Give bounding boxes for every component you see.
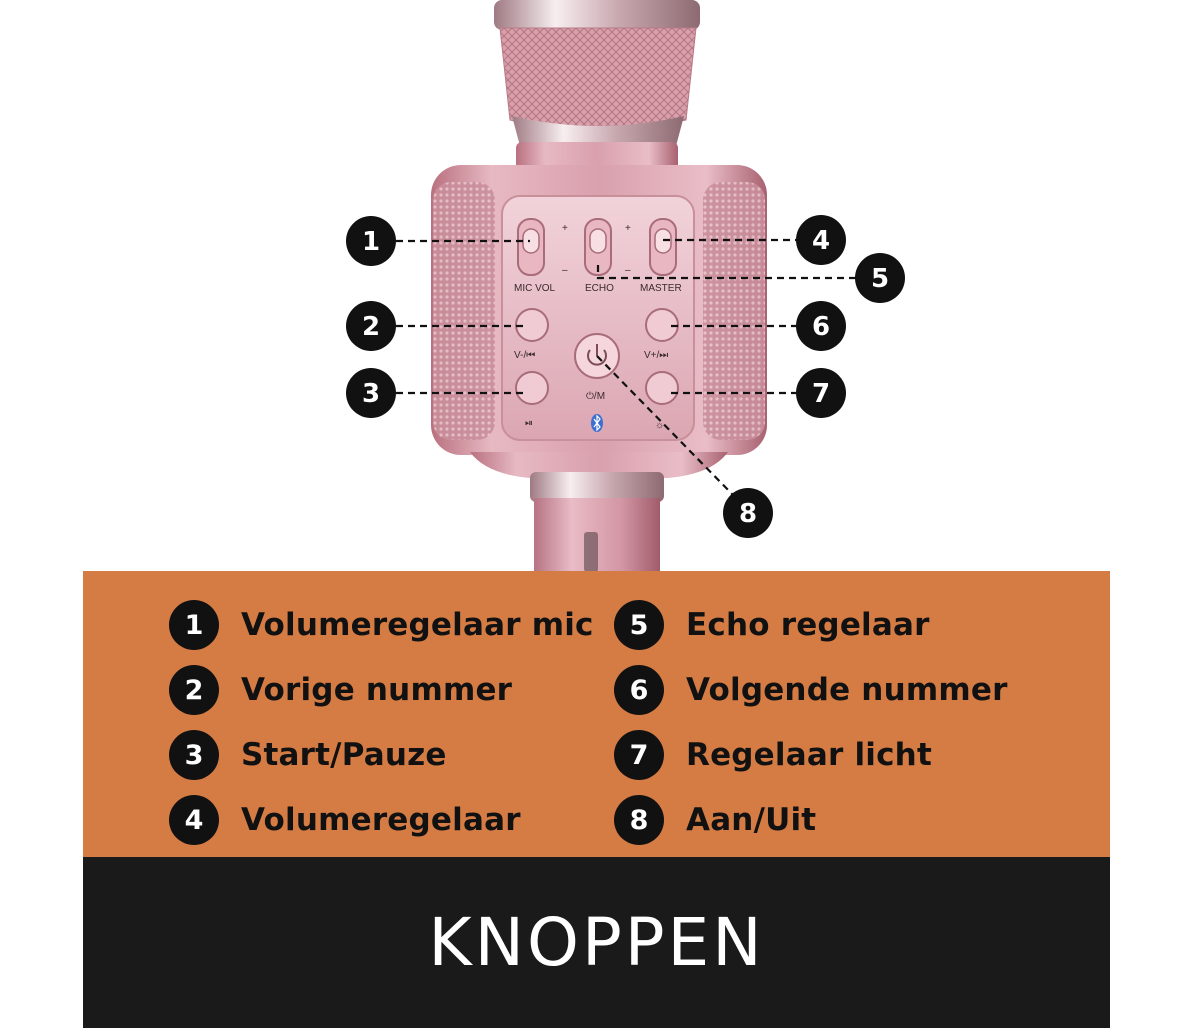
legend-label: Echo regelaar (686, 607, 930, 643)
light-label: ☼ (655, 420, 664, 431)
legend-label: Volumeregelaar mic (241, 607, 594, 643)
light-button[interactable] (645, 371, 679, 405)
legend-number-badge: 8 (614, 795, 664, 845)
legend-item: 4 Volumeregelaar (169, 794, 594, 846)
callout-badge-7: 7 (796, 368, 846, 418)
legend-label: Vorige nummer (241, 672, 513, 708)
legend-number-badge: 6 (614, 665, 664, 715)
bluetooth-icon (591, 414, 603, 432)
svg-text:8: 8 (739, 499, 757, 529)
brand-logo (584, 532, 598, 572)
legend-number-badge: 4 (169, 795, 219, 845)
legend-number-badge: 3 (169, 730, 219, 780)
play-pause-button[interactable] (515, 371, 549, 405)
title-band: KNOPPEN (83, 857, 1110, 1028)
svg-text:3: 3 (362, 379, 380, 409)
legend-number-badge: 7 (614, 730, 664, 780)
legend-number-badge: 1 (169, 600, 219, 650)
minus-sign: – (625, 265, 631, 276)
mic-head-top-ring (494, 0, 700, 30)
legend-item: 5 Echo regelaar (614, 599, 1008, 651)
svg-text:5: 5 (871, 264, 889, 294)
legend-item: 7 Regelaar licht (614, 729, 1008, 781)
legend-label: Aan/Uit (686, 802, 817, 838)
legend-item: 3 Start/Pauze (169, 729, 594, 781)
mic-chrome-ring (530, 472, 664, 502)
callout-badge-2: 2 (346, 301, 396, 351)
callout-lines (396, 238, 856, 497)
right-speaker-mesh (703, 182, 765, 440)
master-label: MASTER (640, 283, 682, 294)
legend-item: 1 Volumeregelaar mic (169, 599, 594, 651)
microphone-product-image: + + – – MIC VOL ECHO MASTER V-/⏮ V+/⏭ ⏻/… (346, 0, 905, 572)
callout-badge-8: 8 (723, 488, 773, 538)
control-panel (501, 195, 695, 441)
legend-item: 6 Volgende nummer (614, 664, 1008, 716)
left-speaker-mesh (433, 182, 495, 440)
legend-number-badge: 2 (169, 665, 219, 715)
plus-sign: + (625, 223, 631, 234)
svg-text:7: 7 (812, 379, 830, 409)
echo-label: ECHO (585, 283, 614, 294)
legend-label: Regelaar licht (686, 737, 932, 773)
legend-label: Volgende nummer (686, 672, 1008, 708)
mic-head-grille (499, 27, 697, 131)
legend-number-badge: 5 (614, 600, 664, 650)
callout-badge-1: 1 (346, 216, 396, 266)
legend-column-right: 5 Echo regelaar 6 Volgende nummer 7 Rege… (614, 599, 1008, 859)
svg-text:6: 6 (812, 312, 830, 342)
svg-text:2: 2 (362, 312, 380, 342)
legend-panel: 1 Volumeregelaar mic 2 Vorige nummer 3 S… (83, 571, 1110, 857)
callout-badge-5: 5 (855, 253, 905, 303)
legend-label: Volumeregelaar (241, 802, 521, 838)
legend-label: Start/Pauze (241, 737, 447, 773)
power-mode-label: ⏻/M (586, 391, 605, 402)
legend-column-left: 1 Volumeregelaar mic 2 Vorige nummer 3 S… (169, 599, 594, 859)
prev-label: V-/⏮ (514, 350, 535, 361)
minus-sign: – (562, 265, 568, 276)
legend-item: 8 Aan/Uit (614, 794, 1008, 846)
mic-vol-label: MIC VOL (514, 283, 556, 294)
play-pause-label: ⏯ (525, 418, 533, 429)
power-icon (587, 349, 607, 366)
callout-badge-3: 3 (346, 368, 396, 418)
svg-text:1: 1 (362, 227, 380, 257)
next-label: V+/⏭ (644, 350, 668, 361)
mic-lower-collar (470, 452, 728, 478)
callout-badge-6: 6 (796, 301, 846, 351)
legend-item: 2 Vorige nummer (169, 664, 594, 716)
page-title: KNOPPEN (428, 904, 765, 981)
svg-text:4: 4 (812, 226, 830, 256)
plus-sign: + (562, 223, 568, 234)
mic-neck (516, 142, 678, 170)
callout-badge-4: 4 (796, 215, 846, 265)
